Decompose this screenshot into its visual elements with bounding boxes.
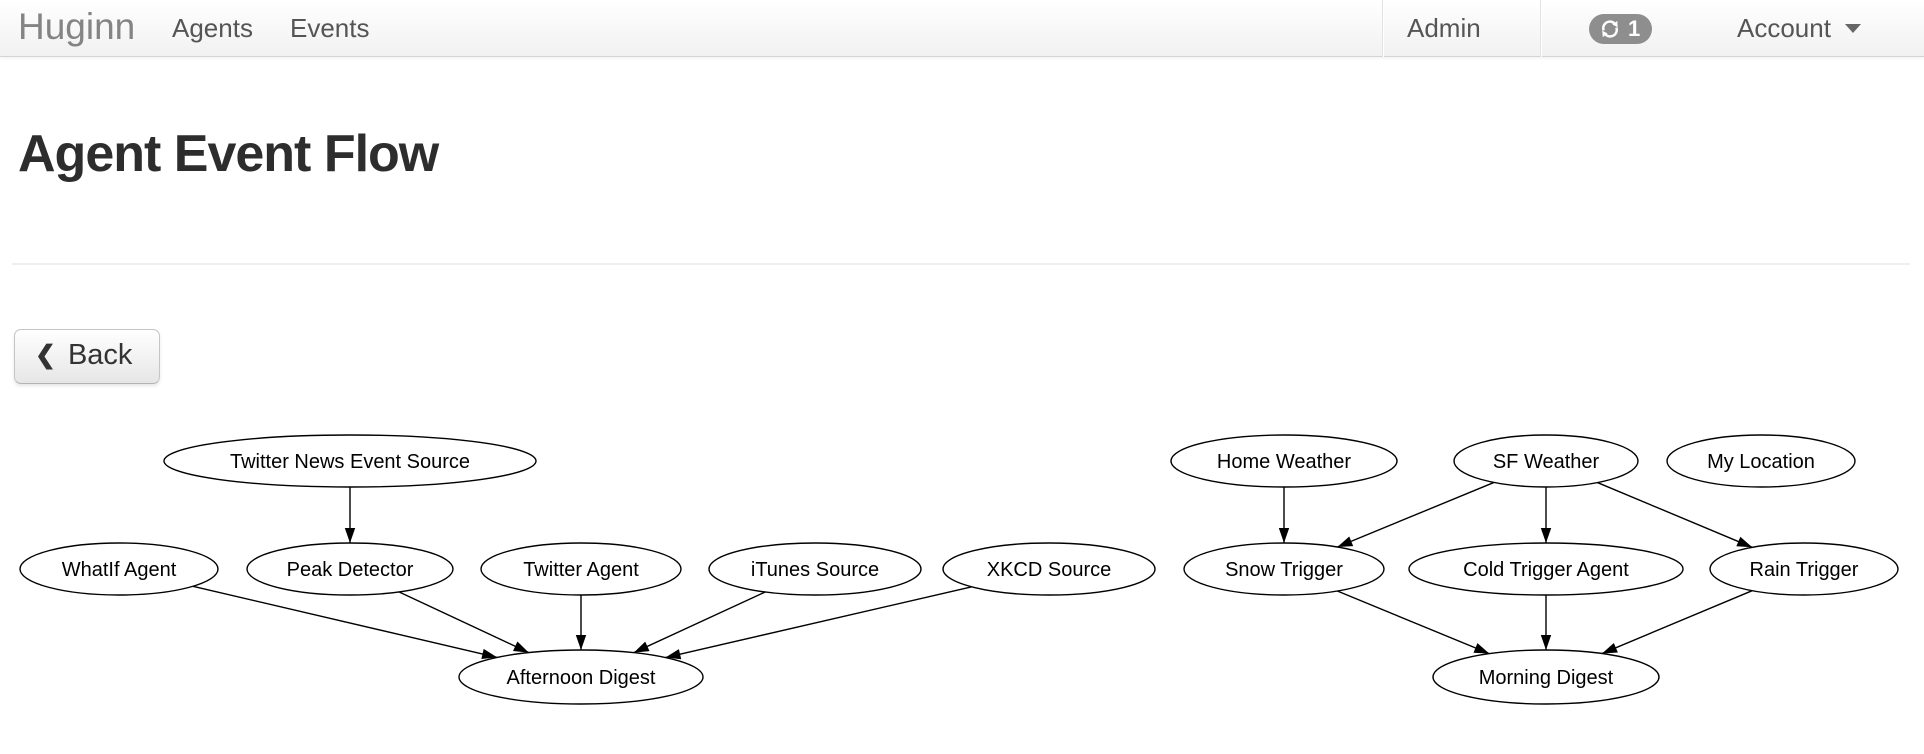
node-whatif-agent[interactable]: WhatIf Agent (19, 542, 219, 596)
edge-peak-detector-to-afternoon-digest (398, 591, 530, 654)
node-my-location[interactable]: My Location (1666, 434, 1856, 488)
nav-events[interactable]: Events (290, 13, 370, 43)
node-label: Peak Detector (287, 559, 414, 581)
chevron-left-icon: ❮ (35, 340, 56, 369)
node-label: SF Weather (1493, 451, 1600, 473)
back-button[interactable]: ❮ Back (14, 329, 161, 384)
node-ellipse (942, 542, 1156, 596)
node-xkcd-source[interactable]: XKCD Source (942, 542, 1156, 596)
node-ellipse (1453, 434, 1639, 488)
node-ellipse (1183, 542, 1385, 596)
navbar-divider (1540, 0, 1542, 57)
node-ellipse (1432, 649, 1660, 705)
back-label: Back (67, 338, 133, 371)
node-label: Cold Trigger Agent (1463, 559, 1629, 581)
node-label: Home Weather (1217, 451, 1351, 473)
edge-sf-weather-to-snow-trigger (1337, 481, 1495, 548)
node-afternoon-digest[interactable]: Afternoon Digest (458, 649, 704, 705)
node-label: Twitter News Event Source (230, 451, 470, 473)
node-label: Snow Trigger (1225, 559, 1343, 581)
nav-admin[interactable]: Admin (1407, 13, 1481, 43)
node-rain-trigger[interactable]: Rain Trigger (1709, 542, 1899, 596)
node-label: iTunes Source (751, 559, 879, 581)
edge-snow-trigger-to-morning-digest (1337, 590, 1490, 655)
nav-account-dropdown[interactable]: Account (1737, 13, 1861, 44)
node-twitter-news-event-source[interactable]: Twitter News Event Source (163, 434, 537, 488)
nav-agents[interactable]: Agents (172, 13, 253, 43)
edge-itunes-source-to-afternoon-digest (633, 591, 766, 654)
node-ellipse (1408, 542, 1684, 596)
edge-whatif-agent-to-afternoon-digest (192, 585, 498, 660)
page-title: Agent Event Flow (18, 125, 439, 183)
node-ellipse (1709, 542, 1899, 596)
node-sf-weather[interactable]: SF Weather (1453, 434, 1639, 488)
node-twitter-agent[interactable]: Twitter Agent (480, 542, 682, 596)
edge-rain-trigger-to-morning-digest (1601, 590, 1753, 655)
node-label: Rain Trigger (1750, 559, 1859, 581)
node-ellipse (708, 542, 922, 596)
navbar: Huginn Agents Events Admin 1 Account (0, 0, 1924, 57)
title-divider (12, 263, 1910, 265)
node-ellipse (480, 542, 682, 596)
node-label: XKCD Source (987, 559, 1112, 581)
node-itunes-source[interactable]: iTunes Source (708, 542, 922, 596)
node-label: WhatIf Agent (62, 559, 177, 581)
node-label: Afternoon Digest (507, 667, 656, 689)
navbar-divider (1382, 0, 1384, 57)
node-cold-trigger-agent[interactable]: Cold Trigger Agent (1408, 542, 1684, 596)
node-ellipse (163, 434, 537, 488)
brand-logo[interactable]: Huginn (18, 6, 136, 47)
node-label: My Location (1707, 451, 1815, 473)
node-ellipse (19, 542, 219, 596)
node-label: Twitter Agent (523, 559, 639, 581)
refresh-icon (1602, 20, 1618, 38)
node-ellipse (1170, 434, 1398, 488)
node-morning-digest[interactable]: Morning Digest (1432, 649, 1660, 705)
node-peak-detector[interactable]: Peak Detector (246, 542, 454, 596)
node-home-weather[interactable]: Home Weather (1170, 434, 1398, 488)
edge-layer (192, 481, 1753, 660)
edge-xkcd-source-to-afternoon-digest (665, 586, 972, 660)
node-ellipse (1666, 434, 1856, 488)
caret-down-icon (1844, 23, 1861, 33)
edge-sf-weather-to-rain-trigger (1597, 481, 1753, 548)
job-count: 1 (1628, 16, 1641, 41)
job-queue-badge[interactable]: 1 (1589, 14, 1653, 44)
node-snow-trigger[interactable]: Snow Trigger (1183, 542, 1385, 596)
account-label: Account (1737, 13, 1831, 43)
node-label: Morning Digest (1479, 667, 1614, 689)
node-ellipse (458, 649, 704, 705)
node-ellipse (246, 542, 454, 596)
